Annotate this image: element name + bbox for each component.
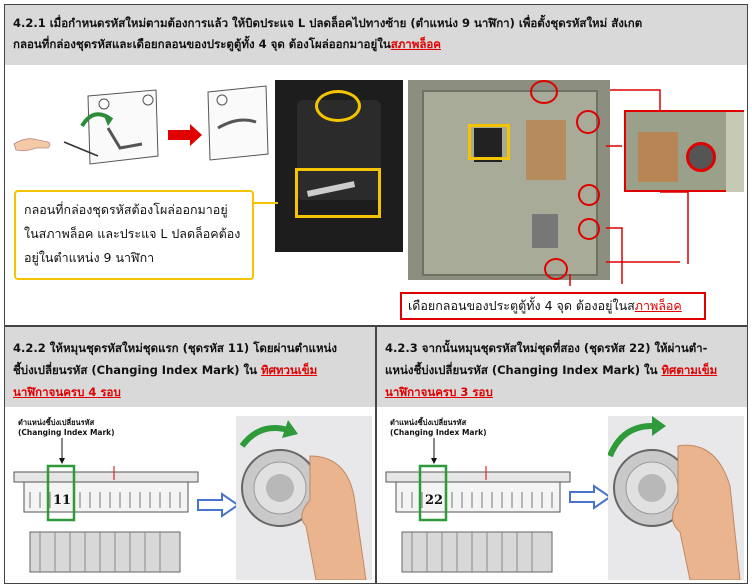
lock-plate-after <box>207 85 269 161</box>
section-421-title: 4.2.1 เมื่อกำหนดรหัสใหม่ตามต้องการแล้ว ใ… <box>13 16 643 30</box>
hand-icon <box>13 138 51 152</box>
wrench-turn-diagram <box>13 85 269 165</box>
dial-label-en-423: (Changing Index Mark) <box>390 428 487 437</box>
section-422-line-1: 4.2.2 ให้หมุนชุดรหัสใหม่ชุดแรก (ชุดรหัส … <box>13 341 338 355</box>
arrow-right-icon-422 <box>197 492 240 518</box>
section-421-header: 4.2.1 เมื่อกำหนดรหัสใหม่ตามต้องการแล้ว ใ… <box>5 5 747 65</box>
bolt-zoom-marker <box>686 142 716 172</box>
dial-label-th-422: ตำแหน่งชี้บ่งเปลี่ยนรหัส <box>18 418 95 427</box>
lock-state-link: สภาพล็อค <box>390 37 441 51</box>
callout-line-2: ในสภาพล็อค และประแจ L ปลดล็อคต้อง <box>24 226 241 241</box>
dial-label-th-423: ตำแหน่งชี้บ่งเปลี่ยนรหัส <box>390 418 467 427</box>
rotate-arrow-icon <box>80 112 114 128</box>
bolt-highlight-box <box>295 168 381 218</box>
dial-hand-photo-422 <box>236 416 372 581</box>
callout-line-3: อยู่ในตำแหน่ง 9 นาฬิกา <box>24 250 155 265</box>
section-421-frame <box>4 4 748 326</box>
bolt-marker-2 <box>578 184 600 206</box>
section-422-line-3: นาฬิกาจนครบ 4 รอบ <box>13 385 121 399</box>
dial-number-422: 11 <box>53 493 71 508</box>
dial-number-423: 22 <box>425 493 443 508</box>
lock-plate-before <box>87 89 159 165</box>
lock-highlight-circle <box>315 90 361 122</box>
callout-box: กลอนที่กล่องชุดรหัสต้องโผล่ออกมาอยู่ ในส… <box>14 190 254 280</box>
bolt-caption-box: เดือยกลอนของประตูตู้ทั้ง 4 จุด ต้องอยู่ใ… <box>400 292 706 320</box>
dial-diagram-422: 11 <box>13 438 199 573</box>
bolt-marker-4 <box>544 258 568 280</box>
section-423-line-3: นาฬิกาจนครบ 3 รอบ <box>385 385 493 399</box>
callout-line-1: กลอนที่กล่องชุดรหัสต้องโผล่ออกมาอยู่ <box>24 202 228 217</box>
clockwise-arrow-icon <box>652 416 666 436</box>
safe-interior-photo <box>408 80 610 280</box>
bolt-marker-3 <box>578 218 600 240</box>
callout-connector <box>252 202 278 204</box>
arrow-right-icon-423 <box>569 484 612 510</box>
lock-box <box>474 128 502 162</box>
bolt-zoom-photo <box>624 110 744 192</box>
dial-diagram-423: 22 <box>385 438 571 573</box>
section-423-line-2: แหน่งชี้บ่งเปลี่ยนรหัส (Changing Index M… <box>385 363 718 377</box>
bolt-caption: เดือยกลอนของประตูตู้ทั้ง 4 จุด ต้องอยู่ใ… <box>408 298 682 313</box>
section-423-frame <box>376 326 748 584</box>
red-connector-lines <box>569 89 689 286</box>
section-422-header: 4.2.2 ให้หมุนชุดรหัสใหม่ชุดแรก (ชุดรหัส … <box>5 327 375 407</box>
counterclockwise-arrow-icon <box>282 420 298 438</box>
dial-hand-photo-423 <box>607 416 744 581</box>
bolt-marker-1 <box>576 110 600 134</box>
section-423-line-1: 4.2.3 จากนั้นหมุนชุดรหัสใหม่ชุดที่สอง (ช… <box>385 341 708 355</box>
lock-box-photo <box>275 80 403 252</box>
section-422-frame <box>4 326 376 584</box>
next-arrow-icon <box>168 124 202 146</box>
index-mark-highlight-422 <box>46 464 76 522</box>
index-mark-highlight-423 <box>418 464 448 522</box>
section-421-subtitle: กลอนที่กล่องชุดรหัสและเดือยกลอนของประตูต… <box>13 37 441 51</box>
section-422-line-2: ชี้บ่งเปลี่ยนรหัส (Changing Index Mark) … <box>13 363 318 377</box>
section-423-header: 4.2.3 จากนั้นหมุนชุดรหัสใหม่ชุดที่สอง (ช… <box>377 327 747 407</box>
dial-label-en-422: (Changing Index Mark) <box>18 428 115 437</box>
